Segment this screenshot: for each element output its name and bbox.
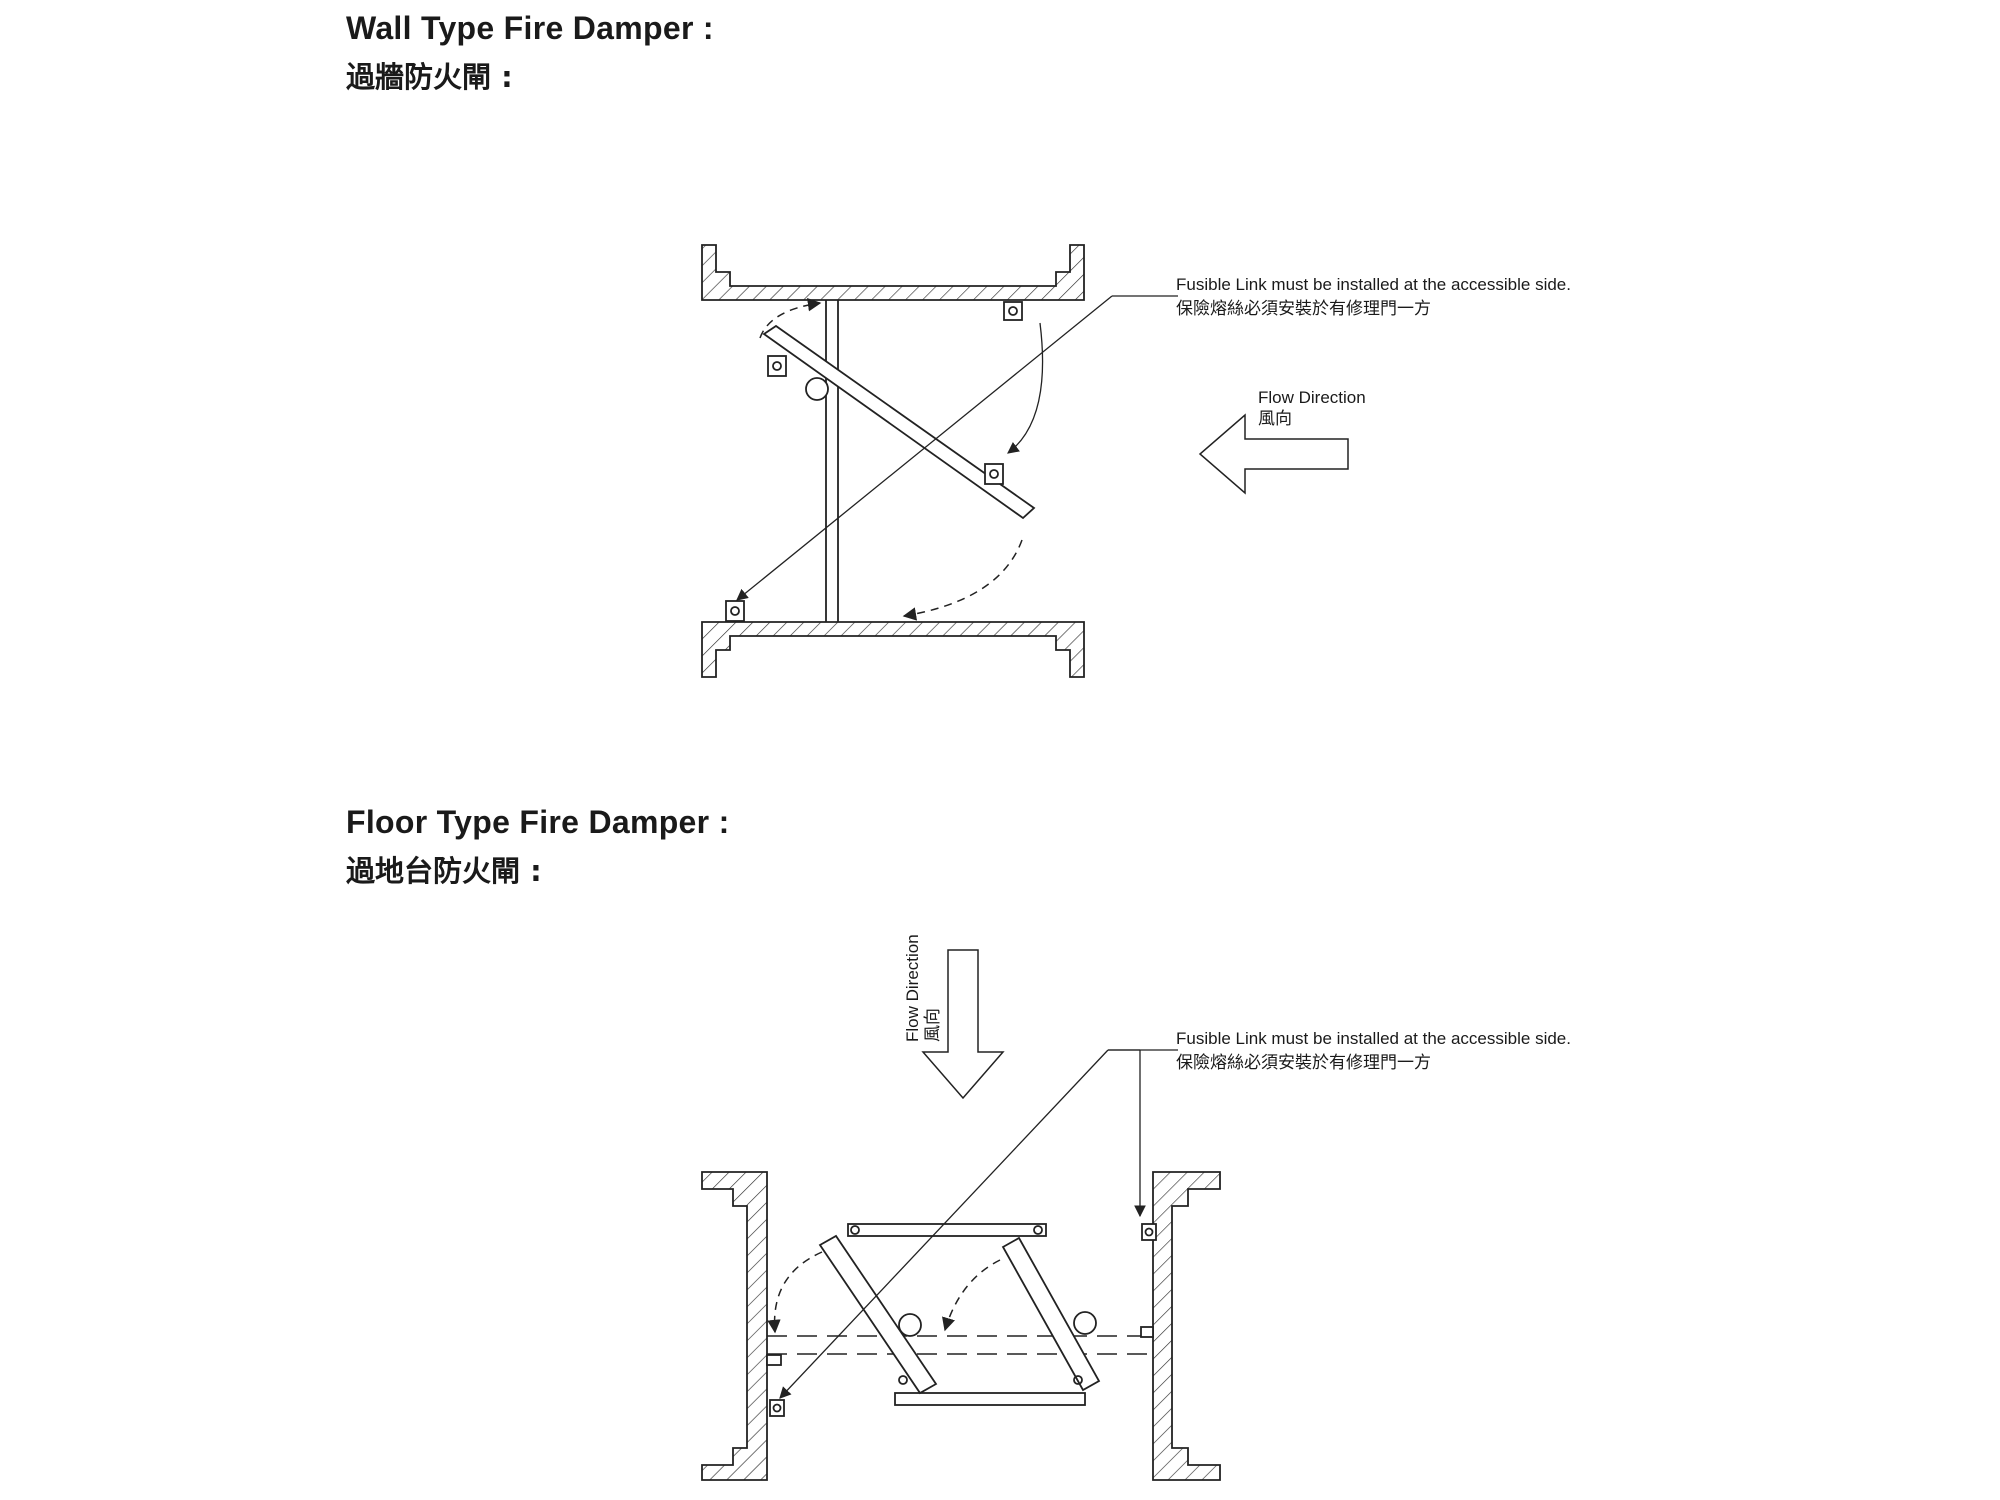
floor-fusible-link-note-zh: 保險熔絲必須安裝於有修理門一方	[1176, 1053, 1431, 1073]
wall-fusible-link-note-zh: 保險熔絲必須安裝於有修理門一方	[1176, 299, 1431, 319]
blade-frame-bottom	[894, 1392, 1086, 1406]
fusible-link-bracket	[1141, 1223, 1157, 1241]
wall-type-diagram	[701, 244, 1349, 678]
floor-type-title-zh: 過地台防火閘 :	[346, 854, 542, 888]
flow-direction-arrow	[921, 949, 1005, 1100]
floor-type-title: Floor Type Fire Damper :	[346, 804, 730, 840]
damper-blade	[762, 324, 1036, 520]
flow-direction-arrow	[1198, 413, 1349, 495]
wall-type-title-zh: 過牆防火閘 :	[346, 60, 513, 94]
roller	[898, 1313, 922, 1337]
damper-blade-left	[818, 1234, 938, 1395]
wall-bottom-flange	[701, 621, 1085, 678]
fusible-link-bracket	[725, 600, 745, 622]
blade-frame-top	[847, 1223, 1047, 1237]
damper-blade-right	[1001, 1236, 1101, 1392]
wall-flow-direction-label-zh: 風向	[1258, 409, 1292, 429]
floor-right-wall	[1152, 1171, 1221, 1481]
wall-top-flange	[701, 244, 1085, 301]
wall-fusible-link-note: Fusible Link must be installed at the ac…	[1176, 275, 1571, 294]
roller	[1073, 1311, 1097, 1335]
floor-left-wall	[701, 1171, 768, 1481]
fusible-link-bracket	[984, 463, 1004, 485]
floor-fusible-link-note: Fusible Link must be installed at the ac…	[1176, 1029, 1571, 1048]
floor-flow-direction-label: Flow Direction	[903, 934, 922, 1042]
floor-type-diagram	[701, 949, 1221, 1481]
floor-flow-direction-label-zh: 風向	[923, 1008, 943, 1042]
roller	[805, 377, 829, 401]
wall-type-title: Wall Type Fire Damper :	[346, 10, 714, 46]
fusible-link-bracket	[767, 355, 787, 377]
wall-flow-direction-label: Flow Direction	[1258, 388, 1366, 407]
fusible-link-bracket	[769, 1399, 785, 1417]
fusible-link-bracket	[1003, 301, 1023, 321]
